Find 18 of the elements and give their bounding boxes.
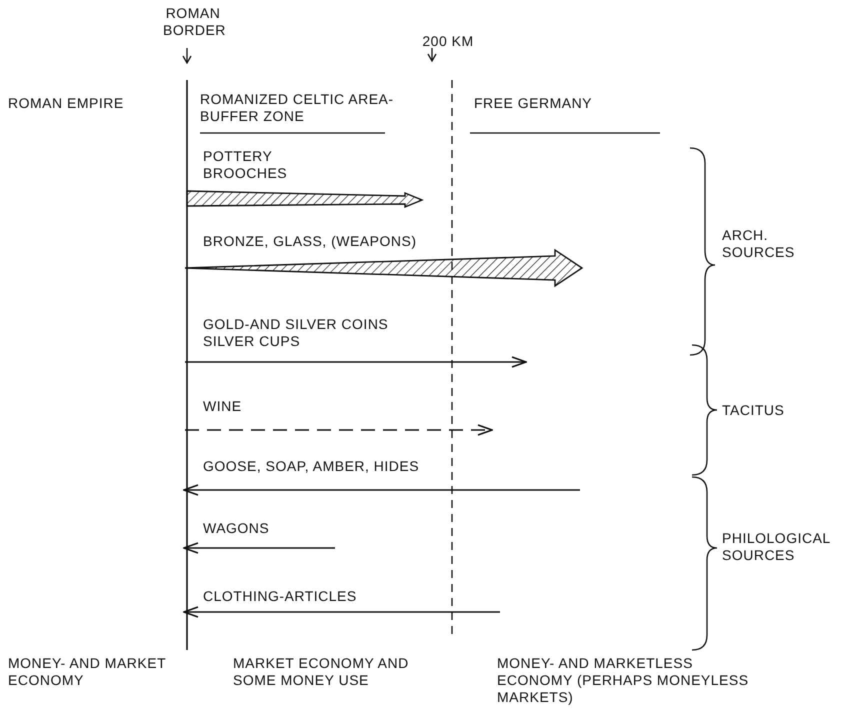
source-label: PHILOLOGICAL SOURCES xyxy=(722,530,832,564)
economy-label: MONEY- AND MARKET ECONOMY xyxy=(8,655,167,689)
region-label: FREE GERMANY xyxy=(474,95,594,112)
region-label: ROMAN EMPIRE xyxy=(8,95,125,112)
economy-label: MARKET ECONOMY AND SOME MONEY USE xyxy=(233,655,410,689)
goods-label: GOOSE, SOAP, AMBER, HIDES xyxy=(203,458,420,475)
zone-label: ROMANIZED CELTIC AREA-BUFFER ZONE xyxy=(200,91,395,125)
economy-label: MONEY- AND MARKETLESS ECONOMY (PERHAPS MONEYLESS MARKETS) xyxy=(497,655,750,706)
border-label: ROMAN BORDER xyxy=(163,5,223,39)
goods-label: CLOTHING-ARTICLES xyxy=(203,588,358,605)
goods-label: WINE xyxy=(203,398,243,415)
goods-label: POTTERY BROOCHES xyxy=(203,148,288,182)
distance-label: 200 KM xyxy=(421,33,475,50)
goods-label: WAGONS xyxy=(203,520,270,537)
source-label: ARCH. SOURCES xyxy=(722,227,796,261)
goods-label: GOLD-AND SILVER COINS SILVER CUPS xyxy=(203,316,390,350)
goods-label: BRONZE, GLASS, (WEAPONS) xyxy=(203,233,418,250)
source-label: TACITUS xyxy=(722,402,786,419)
